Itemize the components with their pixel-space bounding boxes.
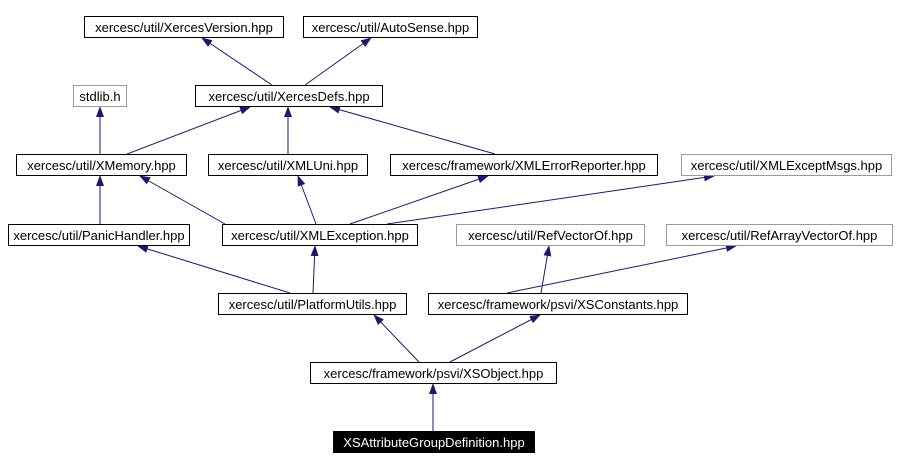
node-label: xercesc/framework/psvi/XSObject.hpp <box>323 365 544 381</box>
include-edge-xmlerrorreporter-to-xercesdefs <box>329 105 496 155</box>
node-label: xercesc/util/XercesVersion.hpp <box>95 19 273 35</box>
graph-node-autosense[interactable]: xercesc/util/AutoSense.hpp <box>303 16 478 38</box>
graph-node-xmlexceptmsgs: xercesc/util/XMLExceptMsgs.hpp <box>681 154 892 176</box>
include-edge-xsobject-to-platformutils <box>373 314 420 363</box>
node-label: xercesc/util/RefArrayVectorOf.hpp <box>681 227 878 243</box>
include-edge-xercesdefs-to-autosense <box>304 37 372 86</box>
graph-node-stdlib: stdlib.h <box>73 85 127 107</box>
node-label: xercesc/util/RefVectorOf.hpp <box>468 227 633 243</box>
graph-root-node: XSAttributeGroupDefinition.hpp <box>333 431 535 453</box>
graph-node-xercesversion[interactable]: xercesc/util/XercesVersion.hpp <box>84 16 284 38</box>
include-edge-platformutils-to-xmlexception <box>310 245 319 294</box>
node-label: xercesc/util/PlatformUtils.hpp <box>228 296 397 312</box>
graph-node-xmemory[interactable]: xercesc/util/XMemory.hpp <box>16 154 187 176</box>
include-edge-xsobject-to-xsconstants <box>449 314 541 363</box>
include-edge-xmlexception-to-xmluni <box>297 175 317 225</box>
graph-node-platformutils[interactable]: xercesc/util/PlatformUtils.hpp <box>218 293 407 315</box>
graph-node-xsobject[interactable]: xercesc/framework/psvi/XSObject.hpp <box>310 362 557 384</box>
node-label: XSAttributeGroupDefinition.hpp <box>343 434 525 450</box>
graph-node-xercesdefs[interactable]: xercesc/util/XercesDefs.hpp <box>195 85 383 107</box>
node-label: xercesc/util/AutoSense.hpp <box>311 19 470 35</box>
include-edge-xsconstants-to-refvectorof <box>540 245 552 294</box>
node-label: stdlib.h <box>79 88 121 104</box>
graph-node-panichandler[interactable]: xercesc/util/PanicHandler.hpp <box>8 224 190 246</box>
include-edge-platformutils-to-panichandler <box>137 245 291 294</box>
include-edge-xercesdefs-to-xercesversion <box>201 37 273 86</box>
graph-node-refvectorof: xercesc/util/RefVectorOf.hpp <box>456 224 645 246</box>
node-label: xercesc/util/XMLExceptMsgs.hpp <box>690 157 883 173</box>
include-edge-xmlexception-to-xmemory <box>139 175 226 225</box>
include-edge-xmlexception-to-xmlexceptmsgs <box>386 173 715 225</box>
include-edge-xsconstants-to-refarrayvectorof <box>506 244 737 294</box>
graph-node-refarrayvectorof: xercesc/util/RefArrayVectorOf.hpp <box>666 224 893 246</box>
include-edge-xmemory-to-xercesdefs <box>126 106 251 155</box>
graph-node-xmluni[interactable]: xercesc/util/XMLUni.hpp <box>208 154 368 176</box>
node-label: xercesc/util/XercesDefs.hpp <box>208 88 370 104</box>
node-label: xercesc/framework/psvi/XSConstants.hpp <box>437 296 679 312</box>
node-label: xercesc/util/PanicHandler.hpp <box>13 227 185 243</box>
graph-node-xmlexception[interactable]: xercesc/util/XMLException.hpp <box>222 224 418 246</box>
node-label: xercesc/util/XMLException.hpp <box>231 227 409 243</box>
graph-node-xsconstants[interactable]: xercesc/framework/psvi/XSConstants.hpp <box>428 293 688 315</box>
node-label: xercesc/util/XMemory.hpp <box>27 157 176 173</box>
graph-node-xmlerrorreporter[interactable]: xercesc/framework/XMLErrorReporter.hpp <box>390 154 658 176</box>
include-edge-xmlexception-to-xmlerrorreporter <box>349 175 489 225</box>
node-label: xercesc/framework/XMLErrorReporter.hpp <box>402 157 646 173</box>
node-label: xercesc/util/XMLUni.hpp <box>217 157 359 173</box>
